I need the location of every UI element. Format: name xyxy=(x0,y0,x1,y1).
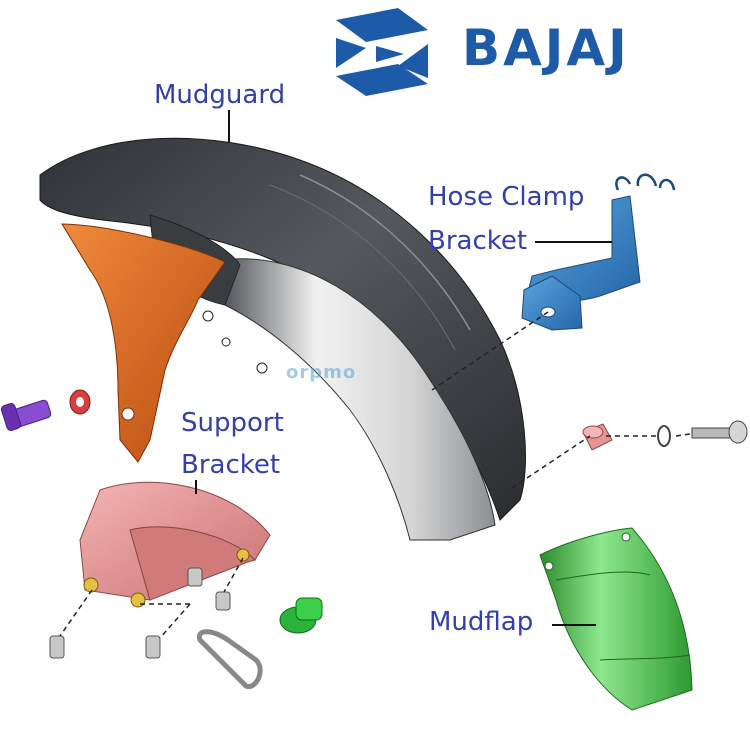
watermark-text: orpmo xyxy=(286,362,357,383)
callout-leaders xyxy=(195,110,612,626)
brand-logo-mark xyxy=(336,8,428,96)
inner-bracket-part xyxy=(61,223,226,463)
bolt-purple xyxy=(0,399,52,431)
label-support-line2: Bracket xyxy=(181,450,281,480)
spacer-pink xyxy=(582,423,613,451)
label-support-line1: Support xyxy=(181,408,284,438)
support-bracket-part xyxy=(79,481,271,608)
label-mudflap: Mudflap xyxy=(429,607,534,637)
label-hose-clamp-line2: Bracket xyxy=(428,226,528,256)
screws-small xyxy=(49,567,231,659)
clip-ring xyxy=(196,629,263,689)
brand-name: BAJAJ xyxy=(462,19,630,77)
screw-grey-right xyxy=(691,420,748,444)
grommet-green xyxy=(279,597,323,634)
mudflap-part xyxy=(539,527,693,711)
flat-washer xyxy=(657,425,671,447)
label-mudguard: Mudguard xyxy=(154,80,286,110)
assembly-lines xyxy=(59,311,691,639)
washer-red xyxy=(69,389,91,415)
label-hose-clamp-line1: Hose Clamp xyxy=(428,182,585,212)
